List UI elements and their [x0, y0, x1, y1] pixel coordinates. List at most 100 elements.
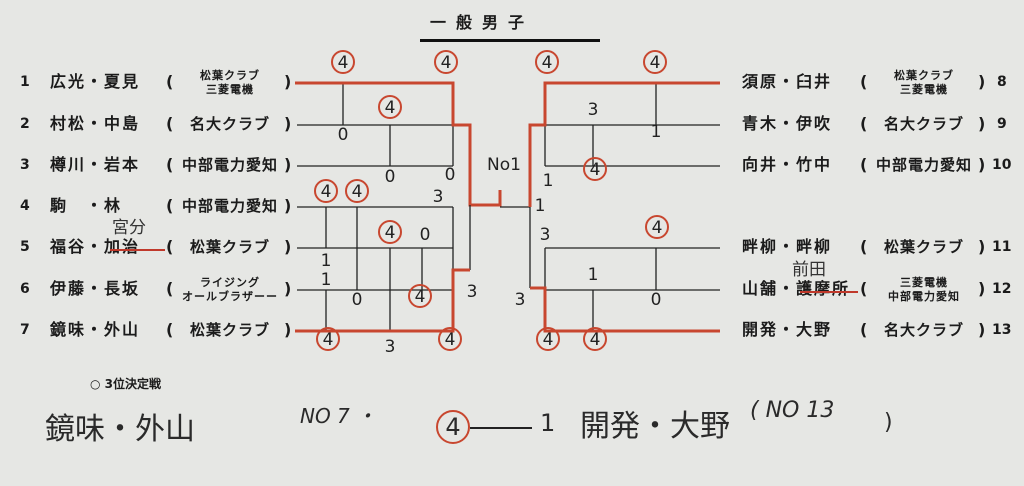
paren-open: ( [166, 155, 174, 174]
left-upper-block [295, 81, 530, 208]
match-score: 1 [543, 171, 554, 191]
winner-circle [378, 220, 402, 244]
third-place-score-b: 1 [540, 409, 556, 437]
name-correction: 宮分 [112, 218, 146, 238]
match-score: 4 [441, 53, 452, 73]
match-score: 1 [588, 265, 599, 285]
entry-name: 須原・臼井 [742, 72, 833, 91]
winner-circle [378, 95, 402, 119]
paren-close: ) [978, 237, 986, 256]
paren-open: ( [166, 320, 174, 339]
team-line: ライジング [200, 276, 260, 289]
match-score: 0 [338, 125, 349, 145]
paren-open: ( [860, 320, 868, 339]
match-score: 3 [515, 290, 526, 310]
winner-circle [438, 327, 462, 351]
team-line: オールブラザーー [182, 290, 278, 303]
entry-name: 伊藤・長坂 [50, 279, 141, 298]
strikethrough [110, 249, 165, 251]
match-score: 4 [321, 182, 332, 202]
match-score: 3 [433, 187, 444, 207]
match-score: 4 [590, 330, 601, 350]
entry-name: 駒 ・林 [50, 196, 123, 215]
third-place-team-a: 鏡味・外山 [45, 412, 195, 447]
match-score: 4 [415, 287, 426, 307]
match-score: 4 [542, 53, 553, 73]
entry-number: 8 [997, 74, 1007, 90]
final-label: No1 [487, 155, 521, 175]
match-score: 3 [467, 282, 478, 302]
team-line: 松葉クラブ [883, 238, 964, 256]
paren-open: ( [860, 155, 868, 174]
entry-number: 9 [997, 116, 1007, 132]
third-place-team-b: 開発・大野 [580, 409, 730, 444]
paren-open: ( [860, 237, 868, 256]
winner-circle [643, 50, 667, 74]
paren-open: ( [166, 196, 174, 215]
match-score: 4 [543, 330, 554, 350]
entry-number: 6 [20, 281, 30, 297]
entry-team: 名大クラブ [178, 115, 282, 133]
third-place-team-b-no: ( NO 13 [750, 398, 835, 423]
entry-name: 広光・夏見 [50, 72, 141, 91]
match-score: 1 [321, 251, 332, 271]
team-line: 松葉クラブ [894, 69, 954, 82]
winner-circle [345, 179, 369, 203]
team-line: 松葉クラブ [189, 238, 270, 256]
winner-circle [314, 179, 338, 203]
team-line: 三菱電機 [900, 276, 948, 289]
match-score: 4 [385, 223, 396, 243]
paren-open: ( [166, 114, 174, 133]
paren-close: ) [978, 279, 986, 298]
entry-team: 松葉クラブ [178, 238, 282, 256]
match-score: 4 [590, 160, 601, 180]
match-score: 4 [385, 98, 396, 118]
third-place-close-paren: ) [884, 410, 893, 435]
paren-close: ) [978, 320, 986, 339]
match-score: 3 [385, 337, 396, 357]
paren-close: ) [284, 196, 292, 215]
entry-team: 中部電力愛知 [178, 197, 282, 215]
team-line: 名大クラブ [883, 321, 964, 339]
entry-number: 10 [992, 157, 1012, 173]
team-line: 名大クラブ [189, 115, 270, 133]
paren-open: ( [166, 237, 174, 256]
paren-open: ( [166, 279, 174, 298]
entry-number: 3 [20, 157, 30, 173]
page-title: 一般男子 [430, 13, 535, 32]
winner-circle [645, 215, 669, 239]
entry-number: 1 [20, 74, 30, 90]
winner-circle [535, 50, 559, 74]
winner-circle [536, 327, 560, 351]
paren-close: ) [284, 155, 292, 174]
match-score: 4 [352, 182, 363, 202]
team-line: 松葉クラブ [200, 69, 260, 82]
entry-team: ライジングオールブラザーー [178, 276, 282, 304]
team-line: 三菱電機 [206, 83, 254, 96]
winner-circle [434, 50, 458, 74]
match-score: 0 [445, 165, 456, 185]
right-lower-block [529, 207, 720, 333]
entry-number: 13 [992, 322, 1012, 338]
entry-team: 松葉クラブ三菱電機 [872, 69, 976, 97]
entry-team: 三菱電機中部電力愛知 [872, 276, 976, 304]
paren-close: ) [284, 279, 292, 298]
paren-close: ) [978, 114, 986, 133]
paren-close: ) [978, 72, 986, 91]
paren-close: ) [284, 320, 292, 339]
team-line: 中部電力愛知 [181, 156, 278, 174]
team-line: 松葉クラブ [189, 321, 270, 339]
team-line: 名大クラブ [883, 115, 964, 133]
entry-number: 4 [20, 198, 30, 214]
title-underline [420, 39, 600, 42]
match-score: 1 [321, 270, 332, 290]
entry-team: 中部電力愛知 [872, 156, 976, 174]
winner-circle [408, 284, 432, 308]
match-score: 3 [588, 100, 599, 120]
winner-circle [316, 327, 340, 351]
right-upper-block [528, 81, 720, 207]
winner-circle [331, 50, 355, 74]
third-place-score-a: 4 [436, 410, 470, 444]
name-correction: 前田 [792, 260, 826, 280]
